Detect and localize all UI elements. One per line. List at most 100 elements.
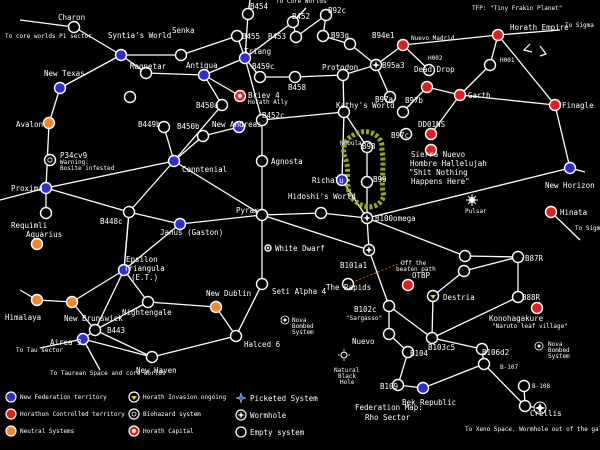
hyperlane	[261, 111, 345, 121]
system-node-b443[interactable]	[88, 323, 102, 337]
system-node-b87[interactable]	[457, 264, 471, 278]
system-node-b94e1[interactable]	[343, 37, 357, 51]
system-node-b95a3[interactable]	[369, 58, 383, 72]
hyperlane	[123, 269, 149, 303]
system-node-garth[interactable]	[453, 88, 467, 102]
system-node-b100[interactable]	[360, 211, 374, 225]
system-node-konoha[interactable]	[530, 301, 544, 315]
system-node-h002[interactable]	[422, 63, 436, 77]
system-node-kathy[interactable]	[337, 105, 351, 119]
hyperlane	[173, 135, 204, 162]
system-node-tfp[interactable]	[491, 28, 505, 42]
system-node-magnetar[interactable]	[139, 66, 153, 80]
system-node-antigua[interactable]	[197, 68, 211, 82]
label-p34cv9: P34cv9	[60, 151, 87, 160]
system-node-crellis[interactable]	[518, 399, 532, 413]
system-node-b93g[interactable]	[316, 29, 330, 43]
system-node-triang[interactable]	[238, 51, 252, 65]
system-node-b109[interactable]	[391, 378, 405, 392]
system-node-bek[interactable]	[416, 381, 430, 395]
system-node-protodon[interactable]	[336, 68, 350, 82]
system-node-newtexas[interactable]	[53, 81, 67, 95]
system-node-b98[interactable]	[360, 140, 374, 154]
system-node-requimli[interactable]	[39, 206, 53, 220]
hyperlane	[366, 167, 571, 219]
system-node-halced[interactable]	[229, 329, 243, 343]
system-node-epsilon[interactable]	[117, 263, 131, 277]
system-node-b448c[interactable]	[122, 205, 136, 219]
system-node-b452[interactable]	[286, 15, 300, 29]
system-node-newhaven[interactable]	[145, 350, 159, 364]
system-node-airea[interactable]	[76, 332, 90, 346]
system-node-p34[interactable]	[43, 153, 57, 167]
system-node-b458[interactable]	[288, 70, 302, 84]
system-node-b104[interactable]	[401, 345, 415, 359]
system-node-nuevo[interactable]	[382, 327, 396, 341]
system-node-b97b[interactable]	[396, 105, 410, 119]
label-b97a: B97a	[375, 95, 393, 104]
system-node-lennox[interactable]	[123, 90, 137, 104]
system-node-b88r[interactable]	[511, 290, 525, 304]
system-node-b97a[interactable]	[383, 90, 397, 104]
system-node-b106d2[interactable]	[475, 342, 489, 356]
system-node-deaddrop[interactable]	[420, 80, 434, 94]
system-node-charon[interactable]	[67, 20, 81, 34]
system-node-b99[interactable]	[360, 175, 374, 189]
system-node-b108[interactable]	[517, 379, 531, 393]
system-node-dd01ns[interactable]	[424, 127, 438, 141]
label-epsilon3: (E.T.)	[131, 273, 158, 282]
system-node-janus[interactable]	[173, 217, 187, 231]
label-sierra2: Hombre Hallelujah	[410, 159, 487, 168]
system-node-pyrax[interactable]	[255, 208, 269, 222]
label-destria: Destria	[443, 293, 475, 302]
system-node-destria[interactable]	[426, 289, 440, 303]
system-node-avalon[interactable]	[42, 116, 56, 130]
system-node-b102c[interactable]	[382, 299, 396, 313]
system-node-briev[interactable]	[233, 89, 247, 103]
system-node-sierra[interactable]	[424, 143, 438, 157]
system-node-nightengale[interactable]	[141, 295, 155, 309]
system-node-b101a1[interactable]	[362, 243, 376, 257]
system-node-agnosta[interactable]	[255, 154, 269, 168]
system-node-newandreas[interactable]	[232, 120, 246, 134]
system-node-b87r[interactable]	[511, 250, 525, 264]
system-node-b454[interactable]	[241, 7, 255, 21]
system-node-b107[interactable]	[477, 357, 491, 371]
system-node-rapids[interactable]	[341, 277, 355, 291]
system-node-richalu[interactable]	[335, 173, 349, 187]
system-node-b103c5[interactable]	[425, 331, 439, 345]
system-node-himalaya[interactable]	[30, 293, 44, 307]
hyperlane	[173, 160, 263, 216]
system-node-hidoshi[interactable]	[314, 206, 328, 220]
label-pyrax: Pyrax	[236, 206, 259, 215]
system-node-nmadrid[interactable]	[396, 38, 410, 52]
label-b102c: B102c	[354, 305, 377, 314]
system-node-newdublin[interactable]	[209, 300, 223, 314]
system-node-otbp[interactable]	[401, 278, 415, 292]
system-node-proxima[interactable]	[39, 181, 53, 195]
system-node-senka[interactable]	[174, 48, 188, 62]
system-node-b97c[interactable]	[399, 127, 413, 141]
system-node-cenntenial[interactable]	[167, 154, 181, 168]
system-node-b450a[interactable]	[215, 98, 229, 112]
system-node-hinata[interactable]	[544, 205, 558, 219]
system-node-b92c[interactable]	[319, 8, 333, 22]
system-node-b459c[interactable]	[253, 70, 267, 84]
system-node-newhorizon[interactable]	[563, 161, 577, 175]
system-node-b453[interactable]	[289, 30, 303, 44]
label-b108: B-108	[532, 383, 550, 390]
system-node-h001[interactable]	[483, 58, 497, 72]
system-node-finagle[interactable]	[548, 98, 562, 112]
label-b448c: B448c	[100, 217, 123, 226]
system-node-syntia[interactable]	[114, 48, 128, 62]
system-node-whitedwarf[interactable]	[264, 244, 272, 252]
system-node-b452c[interactable]	[255, 113, 269, 127]
system-node-b87mid[interactable]	[458, 249, 472, 263]
hyperlane	[82, 338, 153, 358]
system-node-b449b[interactable]	[157, 120, 171, 134]
system-node-b450b[interactable]	[196, 129, 210, 143]
system-node-seti[interactable]	[255, 277, 269, 291]
system-node-b455[interactable]	[230, 29, 244, 43]
system-node-aquarius[interactable]	[30, 237, 44, 251]
system-node-newbrunswick[interactable]	[65, 295, 79, 309]
